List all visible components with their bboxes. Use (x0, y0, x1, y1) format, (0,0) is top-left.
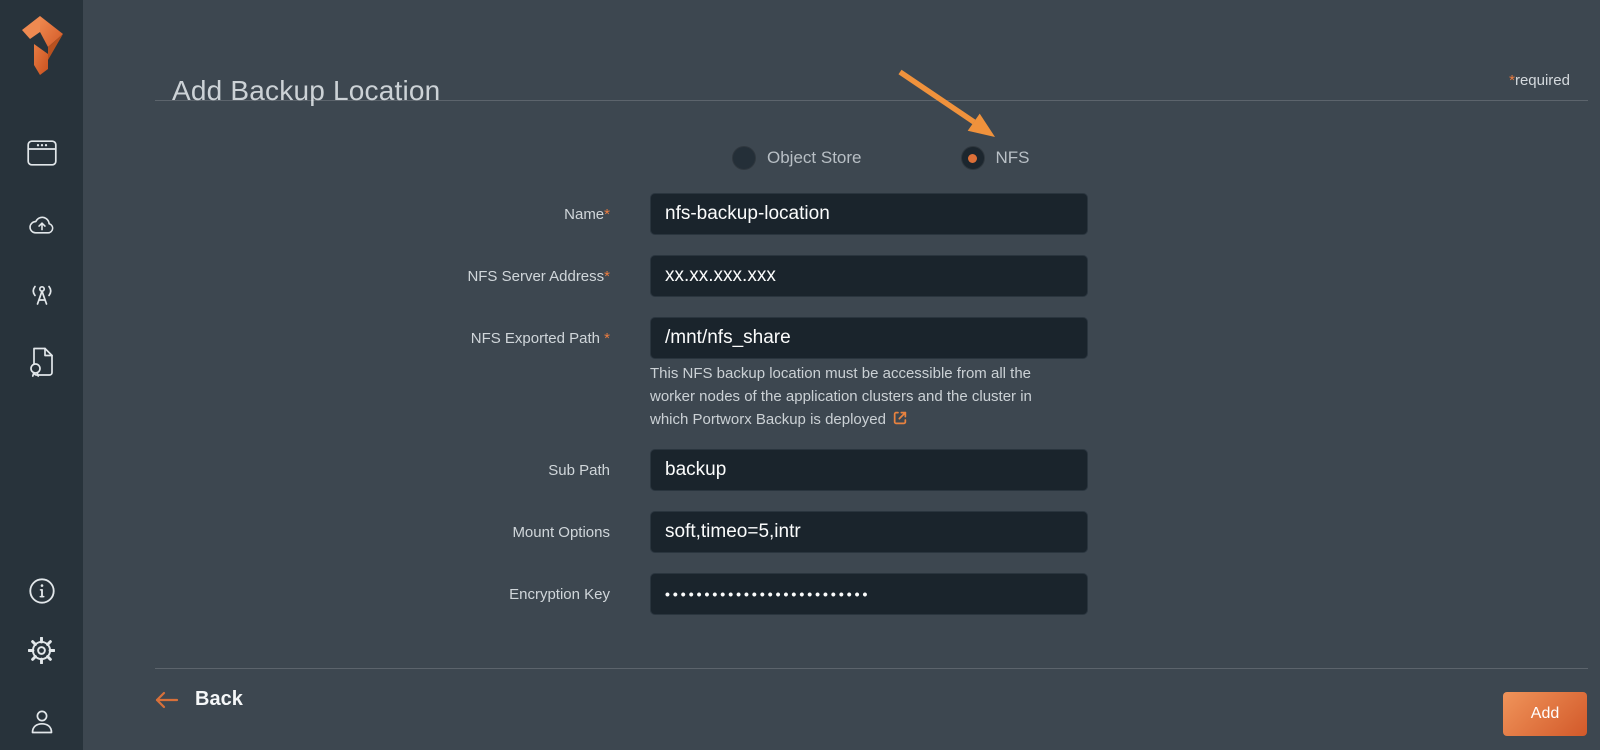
portworx-logo[interactable] (20, 14, 64, 76)
nfs-server-address-label: NFS Server Address* (467, 267, 610, 285)
backup-location-form: Name* NFS Server Address* NFS Exported P… (83, 193, 1600, 635)
sidebar-item-license[interactable] (0, 347, 83, 377)
cloud-upload-icon (28, 216, 53, 234)
sub-path-label: Sub Path (548, 461, 610, 479)
required-asterisk: * (604, 329, 610, 347)
form-row-nfs-server-address: NFS Server Address* (83, 255, 1600, 297)
settings-gear-icon (28, 637, 55, 664)
main-content: Add Backup Location *required Object Sto… (83, 0, 1600, 750)
form-row-mount-options: Mount Options (83, 511, 1600, 553)
form-row-encryption-key: Encryption Key (83, 573, 1600, 615)
back-label: Back (195, 688, 243, 710)
radio-label: NFS (995, 148, 1030, 167)
page-title: Add Backup Location (172, 74, 441, 106)
sidebar-item-applications[interactable] (0, 140, 83, 166)
radio-nfs[interactable]: NFS (961, 147, 1030, 169)
nfs-server-address-input[interactable] (650, 255, 1088, 297)
annotation-arrow-icon (898, 69, 995, 137)
license-document-icon (29, 347, 53, 377)
header-divider (155, 100, 1588, 101)
radio-circle-icon (961, 147, 984, 169)
external-link-icon[interactable] (892, 410, 908, 426)
info-icon (28, 578, 55, 604)
sub-path-input[interactable] (650, 449, 1088, 491)
app-window-icon (26, 140, 57, 166)
add-button[interactable]: Add (1503, 692, 1587, 736)
form-row-sub-path: Sub Path (83, 449, 1600, 491)
help-line: which Portworx Backup is deployed (650, 408, 1088, 431)
sidebar-item-backups[interactable] (0, 213, 83, 237)
required-note: *required (1509, 72, 1570, 89)
help-line: This NFS backup location must be accessi… (650, 365, 1031, 382)
back-button[interactable]: Back (153, 688, 243, 711)
sidebar-item-settings[interactable] (0, 637, 83, 664)
nfs-path-help-text: This NFS backup location must be accessi… (650, 362, 1088, 431)
form-row-name: Name* (83, 193, 1600, 235)
required-asterisk: * (1509, 72, 1515, 89)
name-label: Name* (564, 205, 610, 223)
name-input[interactable] (650, 193, 1088, 235)
portworx-logo-icon (22, 16, 63, 75)
arrow-left-icon (155, 691, 179, 708)
sidebar-item-profile[interactable] (0, 708, 83, 736)
encryption-key-input[interactable] (650, 573, 1088, 615)
radio-label: Object Store (767, 148, 862, 167)
user-icon (31, 710, 52, 734)
help-line: worker nodes of the application clusters… (650, 388, 1032, 405)
required-text: required (1514, 72, 1570, 89)
nfs-exported-path-input[interactable] (650, 317, 1088, 359)
broadcast-tower-icon (31, 285, 52, 305)
radio-object-store[interactable]: Object Store (733, 147, 862, 169)
backup-type-radio-group: Object Store NFS (733, 147, 1030, 169)
footer-divider (155, 668, 1588, 669)
required-asterisk: * (604, 267, 610, 285)
sidebar (0, 0, 83, 750)
radio-circle-icon (733, 147, 755, 169)
sidebar-item-about[interactable] (0, 578, 83, 604)
sidebar-item-schedules[interactable] (0, 282, 83, 308)
nfs-exported-path-label: NFS Exported Path * (470, 329, 610, 347)
mount-options-label: Mount Options (512, 523, 610, 541)
encryption-key-label: Encryption Key (509, 585, 610, 603)
required-asterisk: * (604, 205, 610, 223)
form-row-nfs-exported-path: NFS Exported Path * (83, 317, 1600, 359)
mount-options-input[interactable] (650, 511, 1088, 553)
